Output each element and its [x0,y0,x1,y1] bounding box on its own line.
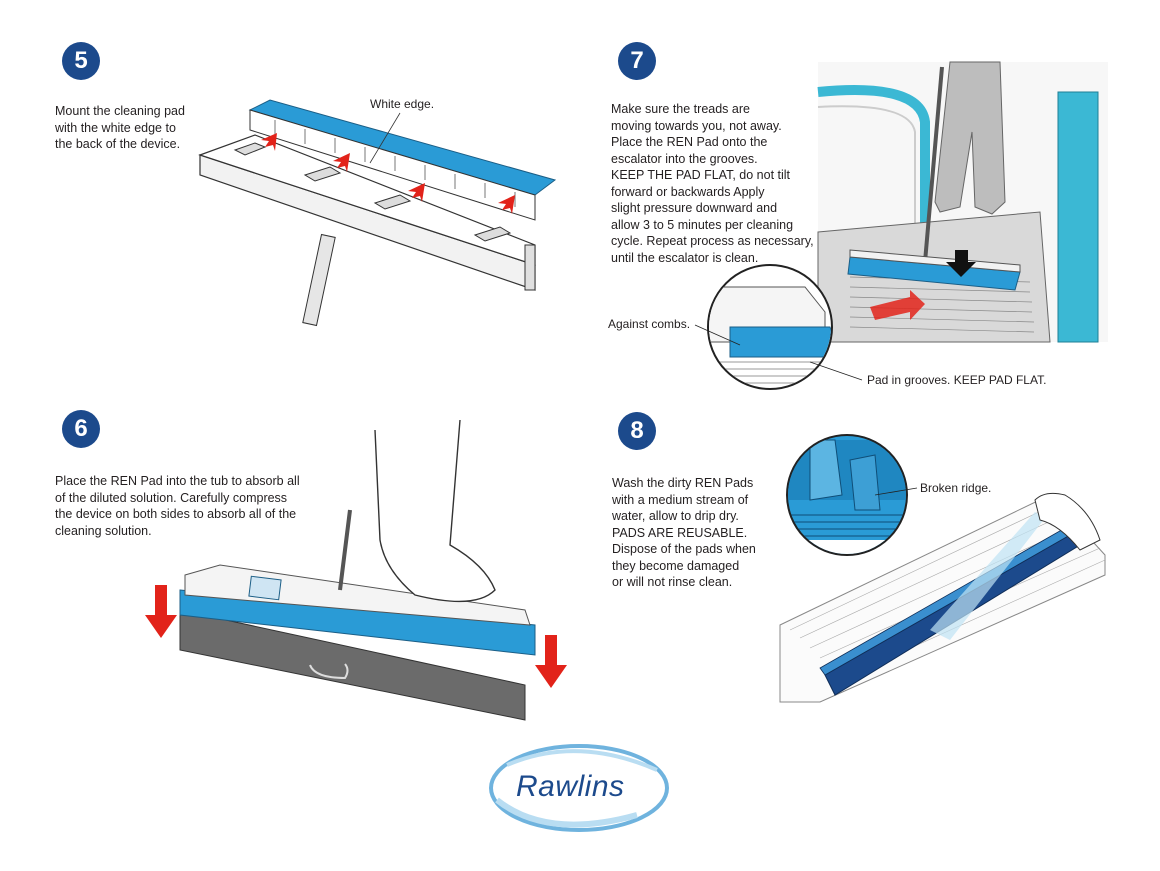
step-6-badge: 6 [62,410,100,448]
against-combs-callout: Against combs. [608,317,691,331]
step-5-badge: 5 [62,42,100,80]
step-5-illustration [198,99,557,327]
pad-in-grooves-callout: Pad in grooves. KEEP PAD FLAT. [867,373,1047,387]
step-7-instructions: Make sure the treads are moving towards … [611,102,814,265]
step-6-illustration [145,419,567,721]
rawlins-logo [489,744,669,832]
step-7-illustration [694,61,1108,390]
broken-ridge-callout: Broken ridge. [920,481,992,495]
white-edge-callout: White edge. [370,97,435,111]
step-7-badge: 7 [618,42,656,80]
step-6-instructions: Place the REN Pad into the tub to absorb… [55,474,300,538]
step-8-badge: 8 [618,412,656,450]
rawlins-logo-text: Rawlins [516,770,625,803]
step-5-instructions: Mount the cleaning pad with the white ed… [55,104,185,151]
step-8-illustration [779,434,1106,703]
step-8-instructions: Wash the dirty REN Pads with a medium st… [612,476,756,589]
